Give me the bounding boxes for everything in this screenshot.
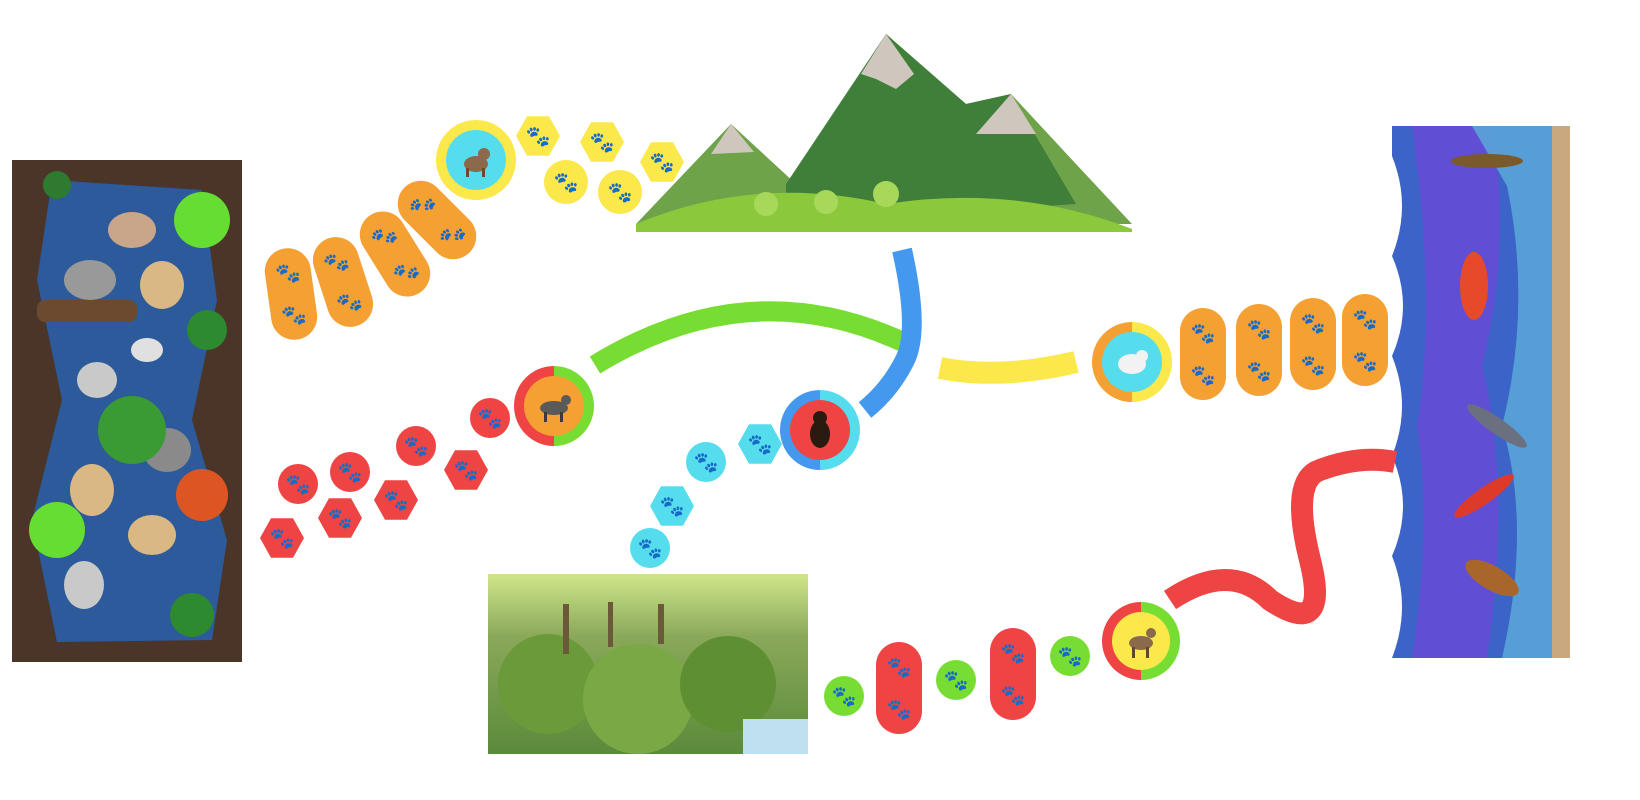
- lynx-token[interactable]: [436, 120, 516, 200]
- green-circle-tile[interactable]: 🐾: [824, 676, 864, 716]
- paw-print-icon: 🐾: [453, 458, 479, 482]
- paw-print-icon: 🐾: [404, 187, 440, 223]
- red-hex-tile[interactable]: 🐾: [444, 450, 488, 490]
- mountain-goat-token[interactable]: [1092, 322, 1172, 402]
- fish-icon: [1454, 474, 1514, 518]
- paw-print-icon: 🐾: [274, 259, 303, 287]
- deer-token[interactable]: [1102, 602, 1180, 680]
- bear-token[interactable]: [780, 390, 860, 470]
- paw-print-icon: 🐾: [589, 130, 615, 154]
- hoof-print-icon: 🐾: [886, 697, 912, 721]
- hoof-print-icon: 🐾: [1000, 683, 1026, 707]
- hoof-print-icon: 🐾: [886, 655, 912, 679]
- lake-board[interactable]: [1392, 126, 1570, 658]
- hoof-print-icon: 🐾: [1190, 363, 1216, 387]
- paw-print-icon: 🐾: [403, 434, 429, 458]
- bear-print-icon: 🐾: [637, 536, 663, 560]
- red-pill-tile[interactable]: 🐾 🐾: [876, 642, 922, 734]
- lake-art: [1392, 126, 1570, 658]
- log-icon: [37, 300, 137, 322]
- cyan-circle-tile[interactable]: 🐾: [630, 528, 670, 568]
- river-habitat-board[interactable]: [12, 160, 242, 662]
- hoof-print-icon: 🐾: [943, 668, 969, 692]
- bear-icon: [810, 411, 830, 448]
- cyan-circle-tile[interactable]: 🐾: [686, 442, 726, 482]
- fish-icon: [1465, 559, 1519, 597]
- paw-print-icon: 🐾: [279, 301, 308, 329]
- hoof-print-icon: 🐾: [1246, 317, 1272, 341]
- hoof-print-icon: 🐾: [1352, 307, 1378, 331]
- hoof-print-icon: 🐾: [1352, 349, 1378, 373]
- red-circle-tile[interactable]: 🐾: [330, 452, 370, 492]
- yellow-track-band: [937, 351, 1079, 384]
- forest-board[interactable]: [488, 574, 808, 754]
- wolf-icon: [540, 395, 571, 422]
- hoof-print-icon: 🐾: [1000, 641, 1026, 665]
- red-track-band: [1163, 448, 1398, 625]
- fish-icon: [1451, 154, 1523, 168]
- paw-print-icon: 🐾: [607, 180, 633, 204]
- paw-print-icon: 🐾: [389, 255, 424, 289]
- orange-pill-tile[interactable]: 🐾 🐾: [1290, 298, 1336, 390]
- hoof-print-icon: 🐾: [1300, 353, 1326, 377]
- red-hex-tile[interactable]: 🐾: [374, 480, 418, 520]
- hoof-print-icon: 🐾: [1190, 321, 1216, 345]
- river-habitat-art: [12, 160, 242, 662]
- paw-print-icon: 🐾: [525, 124, 551, 148]
- bear-print-icon: 🐾: [659, 494, 685, 518]
- wolf-token[interactable]: [514, 366, 594, 446]
- mountain-goat-icon: [1118, 350, 1148, 374]
- red-circle-tile[interactable]: 🐾: [470, 398, 510, 438]
- red-circle-tile[interactable]: 🐾: [396, 426, 436, 466]
- paw-print-icon: 🐾: [553, 170, 579, 194]
- paw-print-icon: 🐾: [269, 526, 295, 550]
- paw-print-icon: 🐾: [337, 460, 363, 484]
- paw-print-icon: 🐾: [383, 488, 409, 512]
- paw-print-icon: 🐾: [327, 506, 353, 530]
- green-track-band: [589, 301, 910, 374]
- hoof-print-icon: 🐾: [1300, 311, 1326, 335]
- hoof-print-icon: 🐾: [1246, 359, 1272, 383]
- paw-print-icon: 🐾: [649, 150, 675, 174]
- lynx-icon: [464, 148, 490, 177]
- fish-icon: [1460, 252, 1488, 320]
- yellow-circle-tile[interactable]: 🐾: [544, 160, 588, 204]
- mountain-art: [636, 34, 1132, 232]
- paw-print-icon: 🐾: [366, 219, 401, 253]
- deer-icon: [1129, 628, 1156, 658]
- green-circle-tile[interactable]: 🐾: [936, 660, 976, 700]
- red-circle-tile[interactable]: 🐾: [278, 464, 318, 504]
- bear-print-icon: 🐾: [693, 450, 719, 474]
- red-pill-tile[interactable]: 🐾 🐾: [990, 628, 1036, 720]
- bear-print-icon: 🐾: [747, 432, 773, 456]
- orange-pill-tile[interactable]: 🐾 🐾: [1236, 304, 1282, 396]
- orange-pill-tile[interactable]: 🐾 🐾: [1180, 308, 1226, 400]
- fish-icon: [1467, 404, 1527, 448]
- hoof-print-icon: 🐾: [1057, 644, 1083, 668]
- mountain-board[interactable]: [636, 34, 1132, 232]
- paw-print-icon: 🐾: [434, 217, 470, 253]
- red-hex-tile[interactable]: 🐾: [260, 518, 304, 558]
- green-circle-tile[interactable]: 🐾: [1050, 636, 1090, 676]
- paw-print-icon: 🐾: [285, 472, 311, 496]
- paw-print-icon: 🐾: [477, 406, 503, 430]
- red-hex-tile[interactable]: 🐾: [318, 498, 362, 538]
- yellow-circle-tile[interactable]: 🐾: [598, 170, 642, 214]
- paw-print-icon: 🐾: [333, 286, 366, 318]
- paw-print-icon: 🐾: [320, 246, 353, 278]
- blue-track-band: [858, 247, 922, 418]
- hoof-print-icon: 🐾: [831, 684, 857, 708]
- forest-art: [488, 574, 808, 754]
- orange-pill-tile[interactable]: 🐾 🐾: [1342, 294, 1388, 386]
